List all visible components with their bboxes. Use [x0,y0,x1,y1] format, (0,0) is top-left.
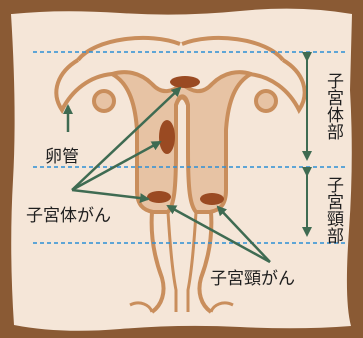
uterine-body-cancer-label: 子宮体がん [26,206,111,226]
tumor-body-wall [159,120,175,154]
cervical-cancer-label: 子宮頸がん [210,269,295,289]
tumor-cervix-left [147,191,171,203]
right-ovary [256,91,276,111]
uterine-body-region-label: 子宮体部 [323,72,344,140]
oviduct-label: 卵管 [45,147,79,167]
cervix-region-label: 子宮頸部 [323,176,344,244]
left-ovary [94,91,114,111]
tumor-body-top [170,76,200,88]
tumor-cervix-right [200,193,224,205]
background-panel [11,9,352,331]
